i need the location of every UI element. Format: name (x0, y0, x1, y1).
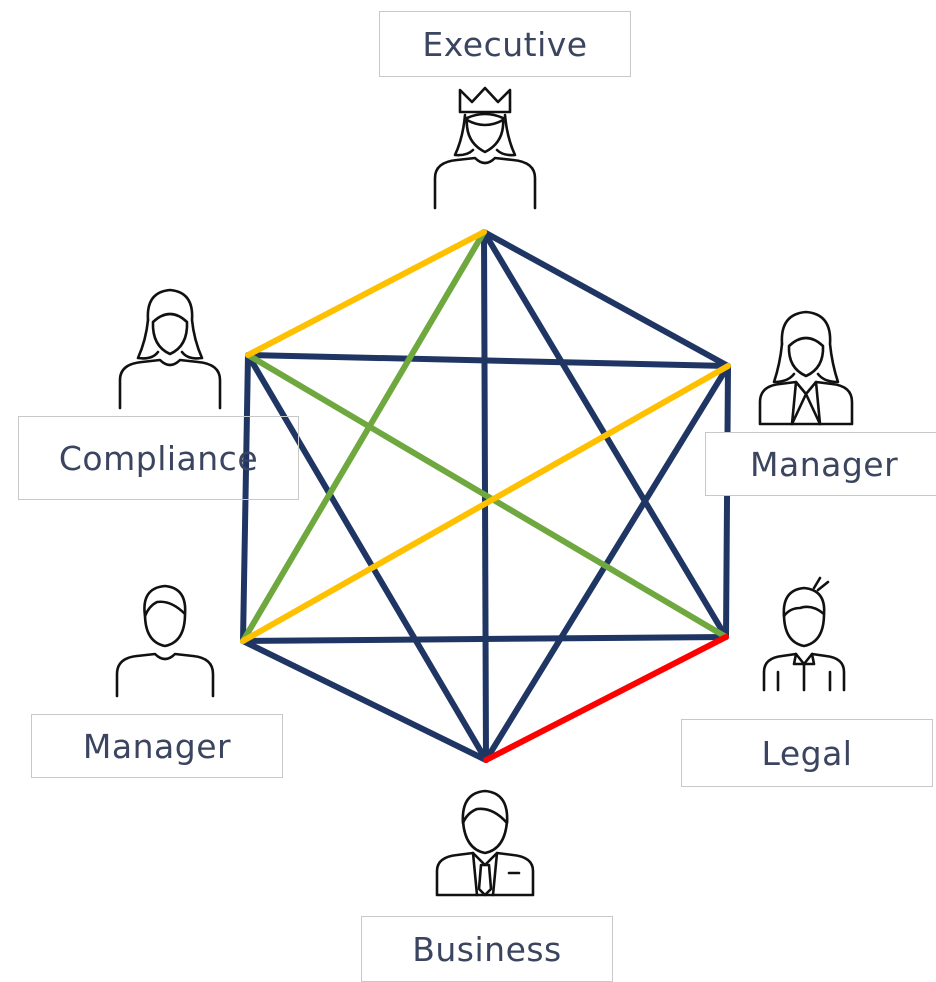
edge-executive-compliance (245, 229, 487, 358)
edge-compliance-business (245, 352, 489, 763)
queen-icon (433, 86, 537, 210)
node-label-compliance: Compliance (18, 416, 299, 500)
edge-manager-right-business (483, 363, 731, 763)
node-label-manager-right: Manager (705, 432, 936, 496)
businesswoman-icon (758, 310, 854, 426)
edges-layer (240, 229, 731, 763)
edge-executive-manager-right (481, 229, 731, 369)
node-label-legal: Legal (681, 719, 933, 787)
node-label-business: Business (361, 916, 613, 982)
edge-manager-left-legal (240, 634, 729, 644)
edge-legal-business (483, 634, 729, 763)
woman-icon (118, 288, 222, 410)
man-shirt-icon (762, 576, 846, 692)
edge-compliance-legal (245, 352, 729, 640)
node-label-executive: Executive (379, 11, 631, 77)
edge-compliance-manager-right (245, 352, 731, 369)
edge-compliance-manager-left (240, 352, 251, 644)
edge-manager-right-legal (723, 363, 731, 640)
edge-manager-left-manager-right (240, 363, 731, 644)
businessman-tie-icon (435, 789, 535, 897)
node-label-manager-left: Manager (31, 714, 283, 778)
edge-manager-left-business (240, 638, 489, 763)
edge-executive-manager-left (240, 229, 487, 644)
man-icon (115, 584, 215, 698)
